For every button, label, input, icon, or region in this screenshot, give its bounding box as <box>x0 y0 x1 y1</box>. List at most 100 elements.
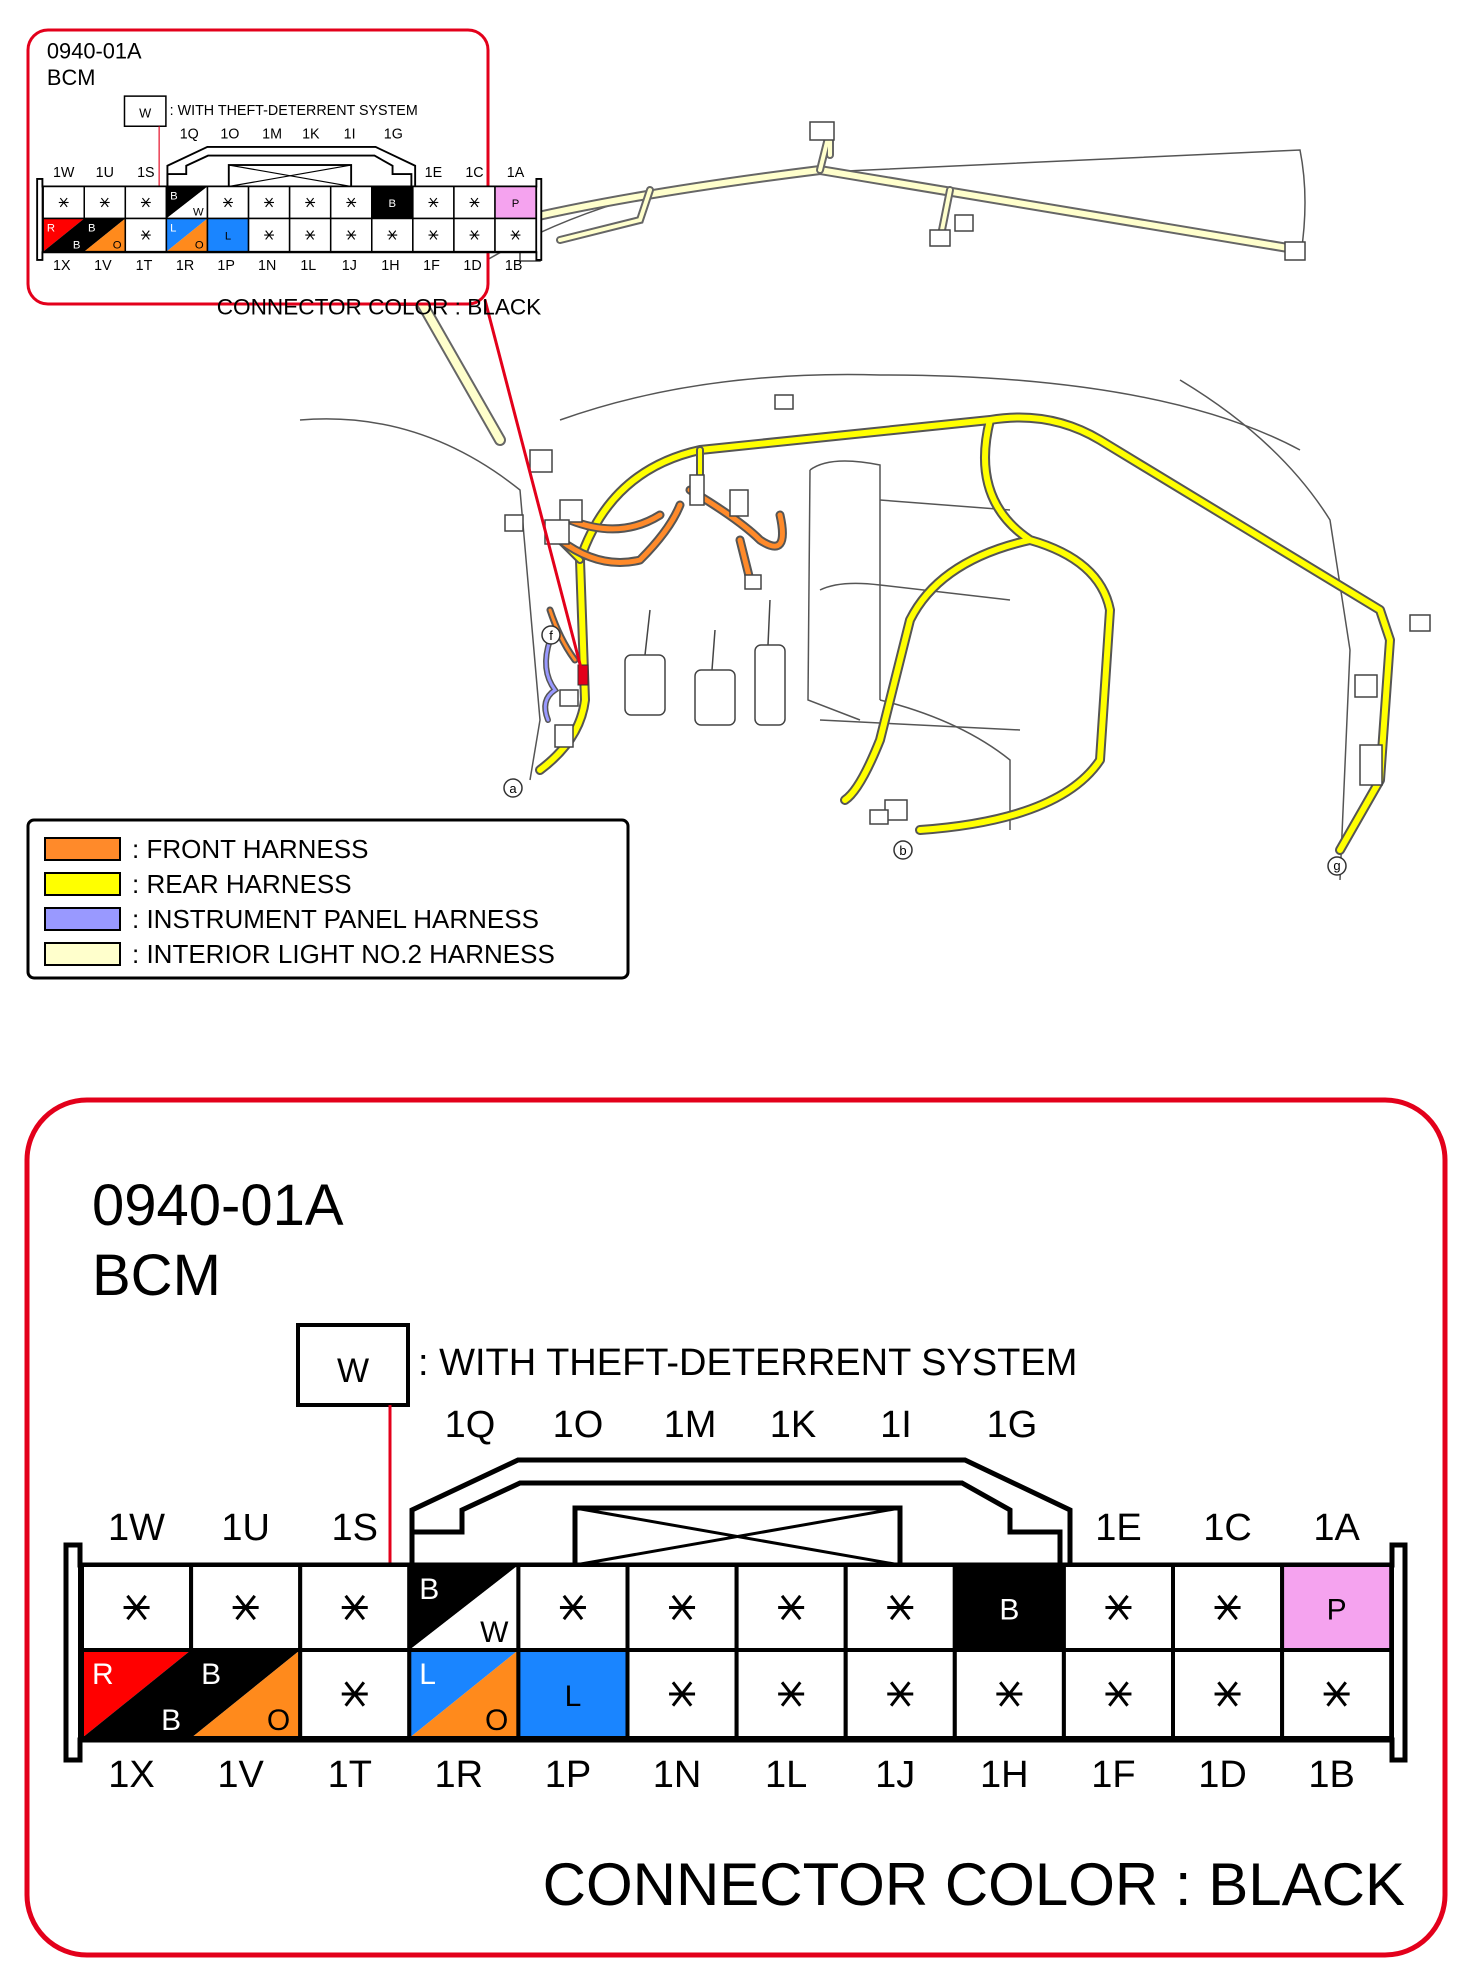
small-pin-bottom-2 <box>124 217 168 253</box>
small-pin-top-9 <box>412 185 455 220</box>
pin-bottom-5 <box>625 1648 739 1740</box>
connector-inset-small: 0940-01A BCM W : WITH THEFT-DETERRENT SY… <box>26 28 543 319</box>
legend-swatch <box>44 837 121 861</box>
pin-top-9 <box>1061 1563 1176 1652</box>
theft-deterrent-note-box <box>296 1323 410 1407</box>
pin-top-7 <box>843 1563 957 1652</box>
legend-swatch <box>44 907 121 931</box>
small-pin-number-inner-3: 1K <box>302 126 320 142</box>
pin-top-11: P <box>1280 1563 1394 1652</box>
connector-code: 0940-01A <box>92 1173 344 1238</box>
small-pin-bottom-5 <box>247 217 291 253</box>
small-pin-number-inner-5: 1G <box>384 126 403 142</box>
theft-deterrent-note-text: : WITH THEFT-DETERRENT SYSTEM <box>418 1342 1077 1384</box>
small-pin-bottom-3-label-1: L <box>170 222 176 234</box>
connector-detail: 0940-01A BCM W : WITH THEFT-DETERRENT SY… <box>63 1173 1408 1918</box>
pin-top-3: BW <box>407 1563 521 1652</box>
small-pin-number-bottom-3: 1R <box>176 258 194 274</box>
callout-b: b <box>899 843 906 858</box>
pin-top-8: B <box>952 1563 1066 1652</box>
pin-top-1 <box>189 1563 303 1652</box>
pin-number-bottom-7: 1J <box>875 1754 915 1796</box>
pin-number-bottom-3: 1R <box>435 1754 484 1796</box>
pin-number-inner-5: 1G <box>987 1404 1038 1446</box>
legend-label: : REAR HARNESS <box>132 869 352 899</box>
small-pin-number-bottom-1: 1V <box>94 258 112 274</box>
small-theft-deterrent-note-text: : WITH THEFT-DETERRENT SYSTEM <box>170 103 418 119</box>
pin-number-inner-4: 1I <box>880 1404 912 1446</box>
small-pin-top-0 <box>42 185 85 220</box>
small-connector-code: 0940-01A <box>47 38 142 63</box>
legend-label: : INTERIOR LIGHT NO.2 HARNESS <box>132 939 555 969</box>
pin-bottom-1: BO <box>189 1648 303 1740</box>
small-pin-number-top-left-2: 1S <box>137 165 155 181</box>
legend-swatch <box>44 872 121 896</box>
small-pin-top-11: P <box>494 185 537 220</box>
pin-bottom-9 <box>1061 1648 1176 1740</box>
small-pin-bottom-1: BO <box>83 217 127 253</box>
small-pin-top-1 <box>83 185 127 220</box>
small-pin-top-2 <box>124 185 168 220</box>
pin-bottom-3-label-2: O <box>485 1704 508 1737</box>
small-pin-number-top-right-2: 1A <box>507 165 525 181</box>
location-leader-line <box>483 299 583 669</box>
small-pin-top-3: BW <box>165 185 209 220</box>
pin-number-top-right-1: 1C <box>1203 1507 1252 1549</box>
theft-deterrent-note-letter: W <box>337 1352 369 1390</box>
pin-top-2 <box>298 1563 412 1652</box>
pin-top-3-label-1: B <box>419 1573 439 1606</box>
small-pin-bottom-3-label-2: O <box>195 240 204 252</box>
interior-light-harness <box>394 129 1305 446</box>
small-pin-number-bottom-2: 1T <box>136 258 153 274</box>
small-pin-top-8: B <box>371 185 414 220</box>
small-pin-number-bottom-10: 1D <box>463 258 481 274</box>
small-pin-bottom-6 <box>288 217 332 253</box>
small-connector-name: BCM <box>47 65 96 90</box>
legend-item: : INTERIOR LIGHT NO.2 HARNESS <box>44 939 555 969</box>
small-pin-number-bottom-6: 1L <box>300 258 316 274</box>
small-connector-color-label: CONNECTOR COLOR : BLACK <box>217 294 542 319</box>
small-pin-bottom-8 <box>371 217 414 253</box>
connector-latch-outer <box>409 1457 1073 1565</box>
pin-top-0 <box>80 1563 194 1652</box>
pin-number-bottom-4: 1P <box>545 1754 591 1796</box>
small-pin-number-bottom-0: 1X <box>53 258 71 274</box>
pin-number-bottom-0: 1X <box>108 1754 154 1796</box>
small-pin-bottom-11 <box>494 217 537 253</box>
callout-labels: a b f g <box>503 625 1347 876</box>
pin-number-bottom-10: 1D <box>1198 1754 1247 1796</box>
pin-number-inner-3: 1K <box>770 1404 816 1446</box>
small-pin-bottom-4: L <box>206 217 250 253</box>
pin-number-bottom-1: 1V <box>217 1754 264 1796</box>
pin-bottom-0-label-1: R <box>92 1658 114 1691</box>
small-pin-number-bottom-4: 1P <box>217 258 235 274</box>
rear-harness-path <box>535 412 1395 855</box>
pin-bottom-4-label: L <box>565 1680 582 1713</box>
pin-number-bottom-9: 1F <box>1091 1754 1135 1796</box>
pin-number-bottom-5: 1N <box>653 1754 702 1796</box>
pin-top-6 <box>734 1563 848 1652</box>
small-pin-bottom-0-label-2: B <box>73 240 81 252</box>
pin-number-bottom-8: 1H <box>980 1754 1029 1796</box>
pin-top-11-label: P <box>1327 1594 1347 1627</box>
pin-top-8-label: B <box>999 1594 1019 1627</box>
pin-bottom-4: L <box>516 1648 630 1740</box>
upper-connectors <box>519 121 1306 262</box>
small-pin-bottom-10 <box>453 217 496 253</box>
small-pin-bottom-0: RB <box>42 217 85 253</box>
pin-bottom-10 <box>1171 1648 1285 1740</box>
pin-number-top-left-0: 1W <box>108 1507 165 1549</box>
small-pin-bottom-0-label-1: R <box>47 222 55 234</box>
small-pin-number-inner-2: 1M <box>262 126 282 142</box>
legend-item: : REAR HARNESS <box>44 869 352 899</box>
pin-number-bottom-6: 1L <box>765 1754 807 1796</box>
pin-bottom-1-label-2: O <box>267 1704 290 1737</box>
callout-f: f <box>549 628 553 643</box>
front-harness-path <box>546 485 787 664</box>
pin-number-top-left-2: 1S <box>332 1507 378 1549</box>
connector-latch-inner <box>409 1480 1063 1565</box>
pin-bottom-8 <box>952 1648 1066 1740</box>
pin-bottom-2 <box>298 1648 412 1740</box>
callout-a: a <box>509 781 517 796</box>
